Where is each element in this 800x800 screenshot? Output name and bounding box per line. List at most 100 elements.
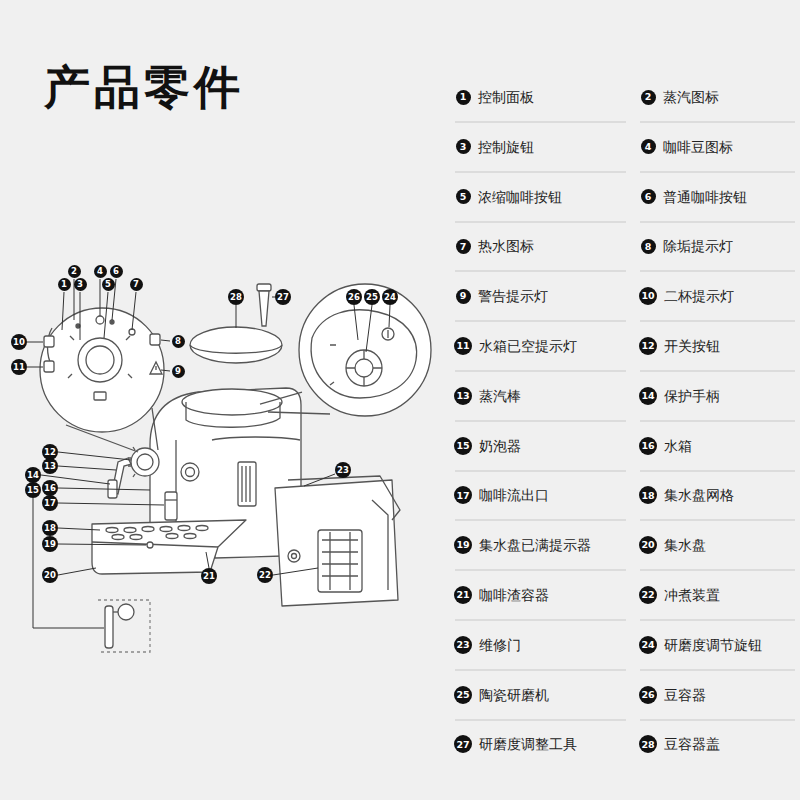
list-divider — [455, 570, 626, 571]
leader-line — [104, 292, 108, 338]
bean-container-inset — [299, 284, 431, 416]
list-divider — [455, 271, 626, 272]
leader-line — [206, 552, 209, 568]
machine-body — [137, 454, 153, 470]
list-number-circle: 5浓缩咖啡按钮 — [456, 189, 471, 204]
callout-number: 18 — [44, 524, 56, 533]
callout-circle: 7 — [130, 278, 143, 291]
leader-line — [58, 452, 131, 460]
callout-circle: 26 — [346, 289, 362, 305]
bean-lid — [190, 327, 282, 363]
list-number: 5 — [460, 192, 467, 202]
callout-number: 19 — [44, 540, 56, 549]
part-name: 浓缩咖啡按钮 — [478, 188, 562, 205]
grind-tool — [257, 284, 271, 326]
control-panel-inset — [40, 308, 164, 452]
list-number-circle: 22冲煮装置 — [639, 586, 657, 604]
drip-tray — [124, 528, 136, 533]
part-name: 研磨度调整工具 — [479, 736, 577, 753]
callout-number: 14 — [27, 471, 39, 480]
list-divider — [455, 620, 626, 621]
service-door-inset — [288, 476, 400, 520]
part-name: 二杯提示灯 — [664, 288, 734, 305]
list-number: 17 — [456, 491, 469, 501]
frother-inset — [98, 600, 150, 652]
grind-tool — [259, 291, 269, 326]
leader-line — [58, 528, 100, 530]
bean-container-inset — [355, 359, 373, 377]
list-number: 4 — [645, 142, 652, 152]
drip-tray — [142, 527, 154, 532]
frother-inset — [98, 600, 150, 652]
drip-tray — [166, 534, 178, 539]
part-name: 除垢提示灯 — [663, 238, 733, 255]
part-name: 集水盘 — [664, 537, 706, 554]
list-divider — [640, 570, 795, 571]
control-panel-inset — [78, 338, 122, 382]
leader-line — [100, 279, 101, 316]
part-name: 蒸汽图标 — [663, 89, 719, 106]
drip-tray — [147, 542, 153, 548]
callout-number: 24 — [384, 293, 396, 302]
service-door-inset — [288, 550, 300, 562]
callout-number: 22 — [259, 571, 271, 580]
machine-body — [212, 437, 300, 440]
service-door-inset — [275, 480, 398, 606]
leader-line — [58, 503, 164, 505]
part-name: 集水盘已满提示器 — [479, 537, 591, 554]
drip-tray — [184, 534, 196, 539]
frother-inset — [113, 611, 118, 612]
drip-tray — [196, 526, 208, 531]
part-name: 水箱 — [664, 437, 692, 454]
list-divider — [640, 172, 795, 173]
list-number: 22 — [641, 590, 654, 600]
callout-circle: 6 — [110, 265, 123, 278]
list-number-circle: 27研磨度调整工具 — [454, 735, 472, 753]
list-number-circle: 18集水盘网格 — [639, 486, 657, 504]
list-number: 18 — [641, 491, 654, 501]
callout-number: 25 — [366, 293, 378, 302]
list-number-circle: 28豆容器盖 — [639, 735, 657, 753]
callout-circle: 25 — [364, 289, 380, 305]
callout-number: 15 — [27, 486, 39, 495]
list-number-circle: 24研磨度调节旋钮 — [639, 636, 657, 654]
list-number-circle: 3控制旋钮 — [456, 139, 471, 154]
list-divider — [455, 172, 626, 173]
list-number: 10 — [641, 291, 654, 301]
callout-circle: 14 — [25, 467, 41, 483]
leader-line — [58, 544, 146, 545]
control-panel-inset — [86, 346, 114, 374]
list-divider — [455, 222, 626, 223]
list-divider — [455, 520, 626, 521]
callout-circle: 18 — [42, 520, 58, 536]
drip-tray — [130, 535, 142, 540]
part-name: 蒸汽棒 — [479, 387, 521, 404]
list-number: 28 — [641, 740, 654, 750]
callout-number: 5 — [105, 280, 111, 289]
leader-line — [58, 488, 150, 490]
part-name: 咖啡渣容器 — [479, 587, 549, 604]
callout-circle: 4 — [94, 265, 107, 278]
list-divider — [640, 520, 795, 521]
leader-line — [161, 370, 170, 371]
list-number: 1 — [460, 92, 467, 102]
list-number: 7 — [460, 242, 467, 252]
drip-tray — [106, 528, 118, 533]
bean-lid — [190, 327, 282, 363]
machine-body — [186, 402, 280, 427]
callout-number: 3 — [77, 280, 83, 289]
callout-circle: 9 — [172, 365, 185, 378]
list-number-circle: 21咖啡渣容器 — [454, 586, 472, 604]
bean-container-inset — [260, 284, 431, 416]
list-divider — [455, 670, 626, 671]
callout-circle: 24 — [382, 289, 398, 305]
callout-circle: 15 — [25, 482, 41, 498]
list-divider — [455, 122, 795, 720]
callout-number: 23 — [337, 466, 349, 475]
part-name: 陶瓷研磨机 — [479, 686, 549, 703]
leader-line — [304, 474, 335, 486]
callout-circle: 23 — [335, 462, 351, 478]
callout-number: 20 — [44, 571, 56, 580]
part-name: 集水盘网格 — [664, 487, 734, 504]
